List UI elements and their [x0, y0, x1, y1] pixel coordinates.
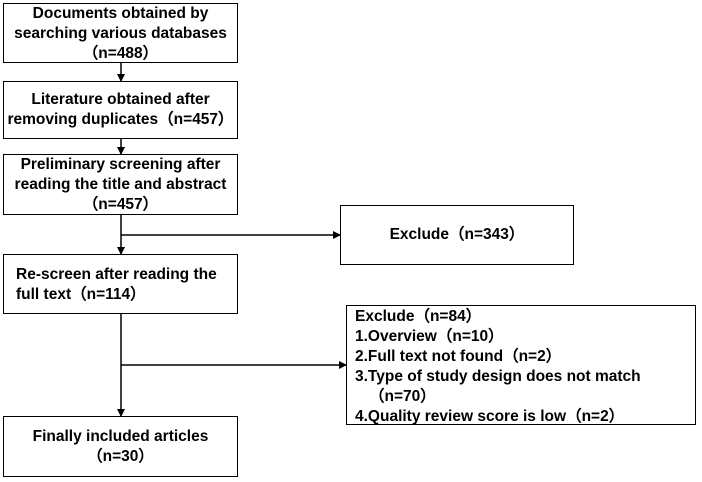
box-exclude-second: Exclude（n=84） 1.Overview（n=10） 2.Full te… — [346, 305, 696, 425]
box-remove-duplicates: Literature obtained after removing dupli… — [3, 81, 238, 139]
box-exclude-first: Exclude（n=343） — [340, 205, 574, 265]
box-text-line: Exclude（n=343） — [389, 226, 525, 243]
box-text-line: full text（n=114） — [16, 286, 146, 303]
box-text-line: （n=488） — [82, 45, 159, 62]
box-text-line: searching various databases — [14, 25, 227, 42]
box-text-line: Finally included articles — [32, 428, 209, 445]
box-text-line: 2.Full text not found（n=2） — [355, 348, 562, 365]
box-text-line: Documents obtained by — [32, 5, 209, 22]
box-text-line: 3.Type of study design does not match — [355, 368, 641, 385]
box-text-line: （n=70） — [369, 388, 436, 405]
box-text-line: （n=30） — [87, 448, 154, 465]
box-text-line: 1.Overview（n=10） — [355, 328, 504, 345]
box-text-line: （n=457） — [82, 196, 159, 213]
box-preliminary-screening: Preliminary screening after reading the … — [3, 154, 238, 215]
box-text-line: Literature obtained after — [31, 91, 210, 108]
box-text-line: removing duplicates（n=457） — [7, 111, 234, 128]
box-search-databases: Documents obtained by searching various … — [3, 3, 238, 63]
box-text-line: Re-screen after reading the — [16, 266, 217, 283]
box-full-text-rescreen: Re-screen after reading the full text（n=… — [3, 254, 238, 314]
box-text-line: reading the title and abstract — [14, 176, 227, 193]
box-finally-included: Finally included articles （n=30） — [3, 416, 238, 477]
box-text-line: Exclude（n=84） — [355, 308, 482, 325]
box-text-line: Preliminary screening after — [20, 156, 221, 173]
box-text-line: 4.Quality review score is low（n=2） — [355, 408, 625, 425]
